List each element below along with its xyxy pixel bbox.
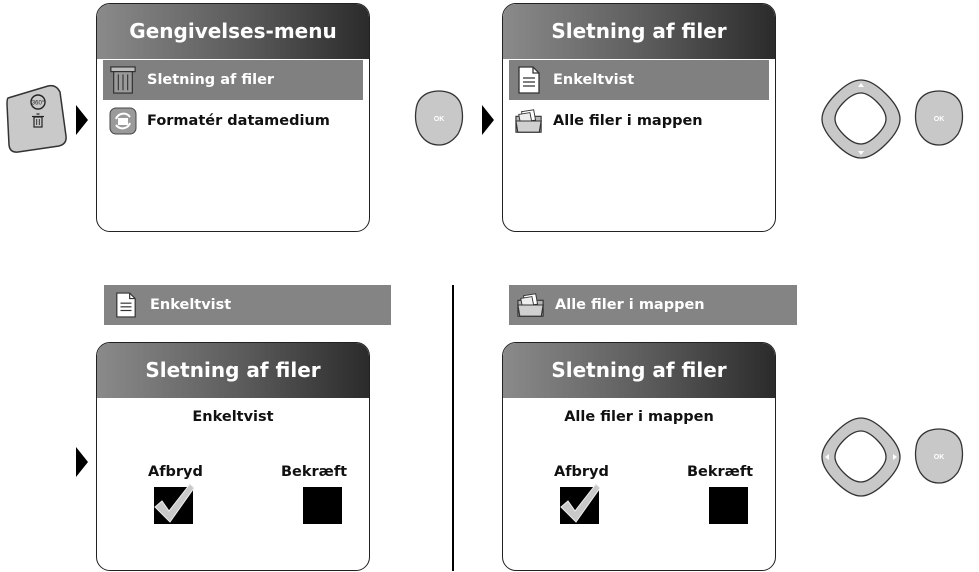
ok-button[interactable]: OK [914,428,964,484]
flow-arrow [482,105,494,135]
screen-title: Sletning af filer [97,343,369,398]
dialog-message: Alle filer i mappen [564,409,714,425]
menu-item-all-files[interactable]: Alle filer i mappen [509,101,769,141]
arrow-up-icon [858,83,864,87]
screen-title: Gengivelses-menu [97,4,369,59]
checkmark-icon [154,483,195,523]
confirm-label: Bekræft [281,464,348,480]
dialog-message: Enkeltvist [192,409,274,425]
confirm-dialog-all: Sletning af filer Alle filer i mappen Af… [502,342,776,571]
menu-item-format-media[interactable]: Formatér datamedium [103,101,363,141]
trash-icon [109,66,137,94]
document-icon [112,291,140,319]
screen-title: Sletning af filer [503,4,775,59]
selected-option-bar: Alle filer i mappen [509,285,797,325]
trash-icon [32,113,44,128]
navigation-pad[interactable] [820,416,902,498]
rotate-360-label: 360° [32,101,45,107]
format-icon [109,107,137,135]
flow-arrow [76,447,88,477]
delete-files-screen: Sletning af filer Enkeltvist Alle filer … [502,3,776,232]
flow-arrow [76,105,88,135]
svg-text:OK: OK [434,116,445,123]
confirm-checkbox[interactable] [709,487,748,524]
menu-item-label: Formatér datamedium [147,113,330,129]
navigation-pad[interactable] [820,78,902,160]
ok-button[interactable]: OK [414,90,464,146]
checkmark-icon [560,483,601,523]
document-icon [515,66,543,94]
menu-item-label: Enkeltvist [553,72,635,88]
bar-label: Enkeltvist [150,297,232,313]
screen-title: Sletning af filer [503,343,775,398]
arrow-left-icon [825,454,829,460]
delete-rotate-key[interactable]: 360° [4,84,70,154]
menu-item-label: Alle filer i mappen [553,113,703,129]
cancel-checkbox[interactable] [154,483,195,524]
selected-option-bar: Enkeltvist [104,285,391,325]
ok-button[interactable]: OK [914,90,964,146]
arrow-down-icon [858,151,864,155]
playback-menu-screen: Gengivelses-menu Sletning af filer Forma… [96,3,370,232]
cancel-checkbox[interactable] [560,483,601,524]
confirm-dialog-single: Sletning af filer Enkeltvist Afbryd Bekr… [96,342,370,571]
divider [452,285,454,571]
menu-item-single[interactable]: Enkeltvist [509,60,769,100]
confirm-label: Bekræft [687,464,754,480]
confirm-checkbox[interactable] [303,487,342,524]
menu-item-delete-files[interactable]: Sletning af filer [103,60,363,100]
cancel-label: Afbryd [554,464,609,480]
arrow-right-icon [893,454,897,460]
svg-text:OK: OK [934,454,945,461]
folder-icon [515,107,543,135]
folder-icon [517,291,545,319]
bar-label: Alle filer i mappen [555,297,705,313]
menu-item-label: Sletning af filer [147,72,275,88]
cancel-label: Afbryd [148,464,203,480]
svg-text:OK: OK [934,116,945,123]
